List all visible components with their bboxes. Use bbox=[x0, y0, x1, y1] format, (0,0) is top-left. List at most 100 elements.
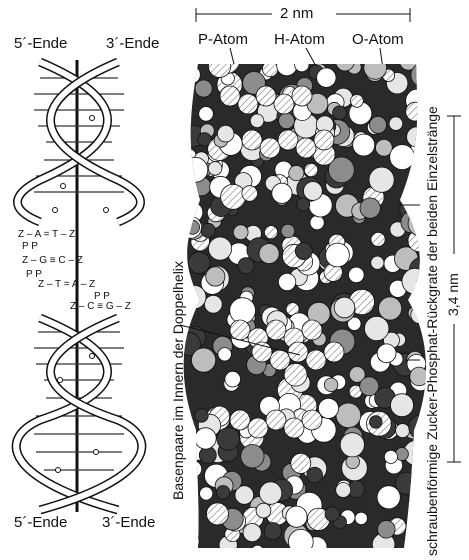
atom-sphere bbox=[325, 242, 350, 268]
atom-sphere bbox=[369, 116, 387, 134]
atom-sphere bbox=[369, 415, 383, 429]
atom-sphere bbox=[389, 144, 416, 171]
base-pair-atom bbox=[255, 85, 277, 107]
atom-sphere bbox=[306, 466, 323, 484]
base-pair-atom bbox=[295, 137, 317, 159]
base-pair-atom bbox=[265, 409, 287, 431]
atom-sphere bbox=[335, 64, 355, 72]
atom-sphere bbox=[255, 502, 272, 519]
base-pair-atom bbox=[229, 409, 251, 431]
bottom-3-end-label: 3´-Ende bbox=[102, 514, 156, 531]
atom-sphere bbox=[332, 105, 347, 121]
basepairs-caption: Basenpaare im Innern der Doppelhelix bbox=[170, 261, 186, 500]
atom-sphere bbox=[199, 486, 214, 501]
pitch-label: 3,4 nm bbox=[445, 273, 461, 316]
sequence-row-6: P P bbox=[94, 291, 110, 302]
base-pair-atom bbox=[219, 85, 241, 107]
atom-sphere bbox=[208, 64, 232, 78]
o-atom-label: O-Atom bbox=[352, 31, 404, 48]
lower-strand-b-fill bbox=[39, 315, 145, 513]
base-pair-atom bbox=[229, 319, 251, 341]
base-pair-atom bbox=[283, 417, 305, 439]
atom-sphere bbox=[205, 266, 226, 287]
atom-sphere bbox=[183, 284, 207, 310]
atom-sphere bbox=[370, 231, 386, 247]
sequence-row-2: P P bbox=[22, 241, 38, 252]
atom-sphere bbox=[383, 449, 398, 464]
atom-sphere bbox=[271, 182, 293, 204]
base-pair-atom bbox=[301, 409, 323, 431]
sequence-row-3: Z – G ≡ C – Z bbox=[22, 255, 83, 266]
sequence-row-4: P P bbox=[26, 269, 42, 280]
atom-sphere bbox=[280, 223, 296, 239]
atom-sphere bbox=[409, 366, 427, 387]
atom-sphere bbox=[240, 444, 265, 469]
width-label: 2 nm bbox=[280, 5, 314, 22]
atom-sphere bbox=[287, 528, 314, 548]
atom-sphere bbox=[410, 64, 427, 88]
atom-sphere bbox=[224, 371, 241, 388]
sequence-row-1: Z – A = T – Z bbox=[18, 229, 76, 240]
pitch-dimension-bracket bbox=[447, 115, 461, 463]
atom-sphere bbox=[283, 362, 308, 387]
upper-strand-b-fill bbox=[47, 59, 144, 225]
bottom-5-end-label: 5´-Ende bbox=[14, 514, 68, 531]
atom-sphere bbox=[277, 272, 297, 292]
atom-sphere bbox=[207, 161, 223, 176]
base-pair-atom bbox=[265, 319, 287, 341]
atom-sphere bbox=[359, 197, 381, 219]
atom-sphere bbox=[263, 225, 278, 240]
base-pair-atom bbox=[291, 85, 313, 107]
atom-sphere bbox=[390, 393, 414, 418]
atom-sphere bbox=[333, 296, 356, 319]
upper-phosphate-dots bbox=[52, 115, 109, 213]
lower-phosphate-dots bbox=[55, 353, 99, 473]
atom-sphere bbox=[197, 132, 212, 147]
atom-sphere bbox=[324, 506, 340, 522]
atom-sphere bbox=[216, 427, 241, 451]
atom-sphere bbox=[288, 165, 305, 182]
base-pair-atom bbox=[305, 349, 327, 371]
atom-sphere bbox=[408, 491, 425, 508]
atom-sphere bbox=[347, 316, 362, 331]
atom-sphere bbox=[234, 485, 255, 505]
atom-sphere bbox=[348, 266, 365, 284]
atom-sphere bbox=[303, 181, 323, 201]
atom-sphere bbox=[309, 215, 325, 231]
p-atom-label: P-Atom bbox=[198, 31, 249, 48]
atom-sphere bbox=[220, 183, 247, 210]
base-pair-atom bbox=[247, 417, 269, 439]
base-pair-atom bbox=[323, 341, 345, 363]
top-5-end-label: 5´-Ende bbox=[14, 35, 68, 52]
base-pair-atom bbox=[259, 137, 281, 159]
base-pair-atom bbox=[313, 129, 335, 151]
atom-sphere bbox=[368, 166, 395, 193]
atom-sphere bbox=[405, 101, 425, 122]
base-pair-atom bbox=[237, 93, 259, 115]
atom-sphere bbox=[375, 139, 393, 157]
atom-sphere bbox=[198, 106, 214, 122]
atom-sphere bbox=[352, 133, 376, 157]
atom-sphere bbox=[194, 427, 217, 450]
atom-sphere bbox=[276, 64, 298, 77]
basepair-leader bbox=[179, 324, 301, 356]
base-pair-atom bbox=[241, 129, 263, 151]
atom-sphere bbox=[290, 452, 312, 474]
atom-sphere bbox=[200, 222, 216, 238]
atom-sphere bbox=[395, 423, 411, 439]
atom-sphere bbox=[183, 157, 209, 183]
backbone-caption: schraubenförmige Zucker-Phosphat-Rückgra… bbox=[424, 106, 440, 556]
h-atom-label: H-Atom bbox=[274, 31, 325, 48]
atom-sphere bbox=[216, 124, 235, 143]
space-filling-model bbox=[183, 64, 427, 548]
lower-strand-a-fill bbox=[13, 315, 119, 513]
atom-sphere bbox=[376, 343, 397, 364]
atom-sphere bbox=[364, 315, 390, 342]
atom-sphere bbox=[285, 505, 308, 528]
atom-sphere bbox=[354, 511, 368, 526]
base-pair-atom bbox=[301, 319, 323, 341]
atom-sphere bbox=[316, 67, 337, 88]
atom-sphere bbox=[249, 113, 265, 129]
atom-sphere bbox=[183, 530, 200, 548]
